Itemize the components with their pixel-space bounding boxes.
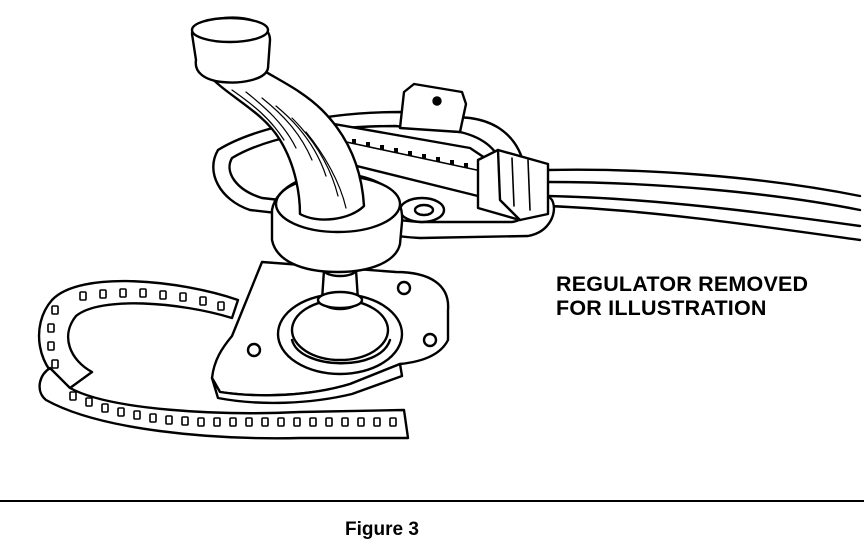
crank-arm xyxy=(204,60,366,221)
crank-arm-shading xyxy=(231,89,347,209)
window-regulator-illustration xyxy=(37,16,862,440)
regulator-removed-callout: REGULATOR REMOVED FOR ILLUSTRATION xyxy=(556,272,808,320)
caption-divider xyxy=(0,500,864,502)
perforated-tape-back xyxy=(37,279,240,390)
callout-line-2: FOR ILLUSTRATION xyxy=(556,296,767,320)
mount-hole-left xyxy=(246,342,262,358)
figure-caption: Figure 3 xyxy=(345,519,419,540)
mount-hole-right-bottom xyxy=(422,332,438,348)
callout-line-1: REGULATOR REMOVED xyxy=(556,272,809,296)
bracket-hole xyxy=(432,96,442,106)
base-plate-edge xyxy=(210,362,404,405)
mount-hole-right-top xyxy=(396,280,412,296)
tape-perforations xyxy=(47,288,397,427)
mounting-bracket xyxy=(398,82,468,134)
cable-bundle xyxy=(546,168,862,242)
